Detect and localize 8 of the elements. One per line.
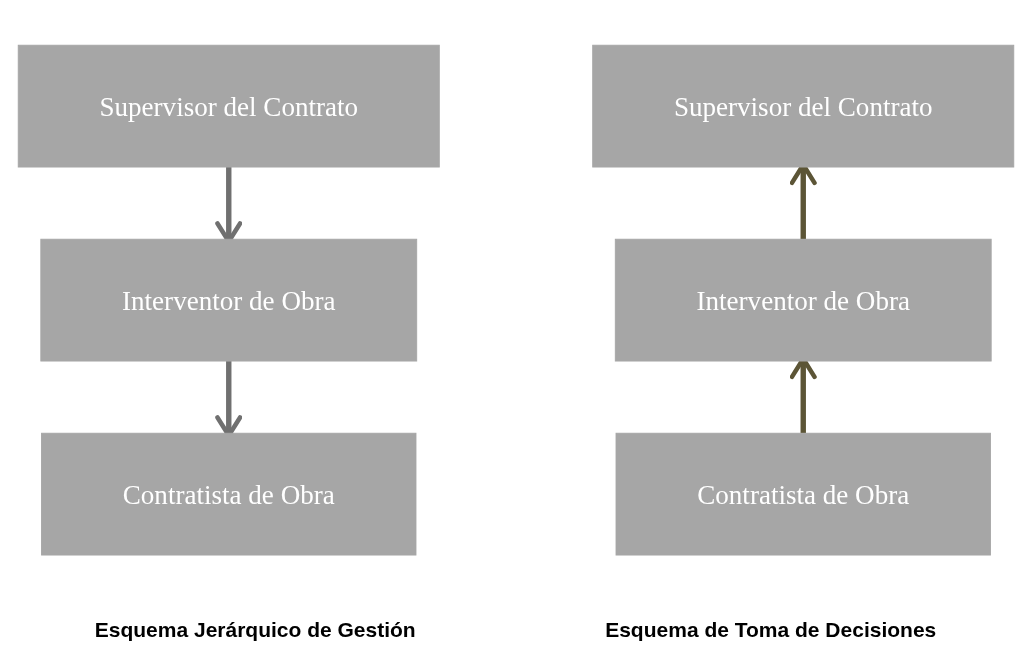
process-box: Contratista de Obra xyxy=(615,432,991,556)
process-box: Interventor de Obra xyxy=(39,238,417,362)
diagram-caption: Esquema de Toma de Decisiones xyxy=(605,618,937,642)
process-box: Interventor de Obra xyxy=(614,238,992,362)
diagram-caption: Esquema Jerárquico de Gestión xyxy=(94,618,416,642)
process-box: Contratista de Obra xyxy=(40,432,416,556)
process-box: Supervisor del Contrato xyxy=(17,44,440,168)
process-box: Supervisor del Contrato xyxy=(591,44,1014,168)
